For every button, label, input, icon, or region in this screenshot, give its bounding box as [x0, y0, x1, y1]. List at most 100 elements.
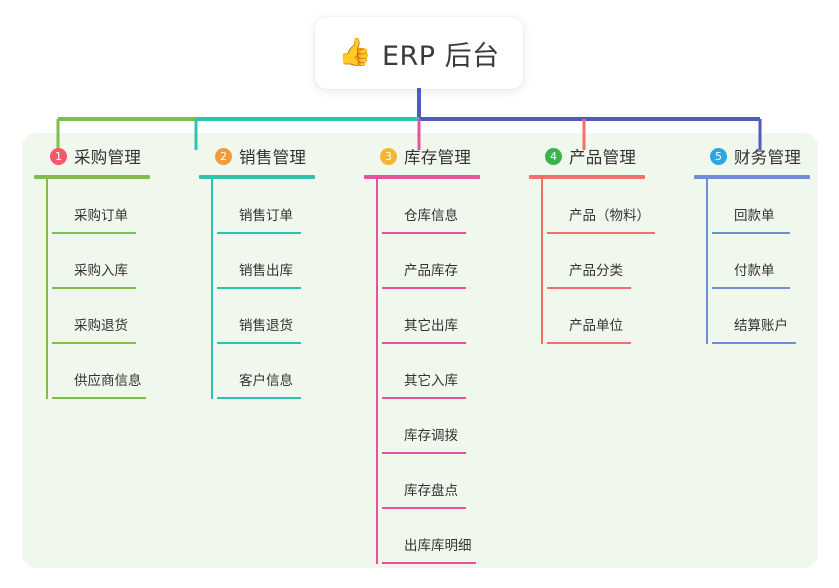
column-badge-1: 1 — [50, 147, 67, 165]
list-item-label: 客户信息 — [239, 373, 293, 389]
list-item-rule — [382, 232, 466, 234]
column-4: 4 产品管理产品（物料） 产品分类产品单位 — [529, 143, 679, 344]
column-header-2[interactable]: 2 销售管理 — [199, 143, 349, 169]
column-3: 3 库存管理仓库信息产品库存其它出库其它入库库存调拨库存盘点出库库明细 — [364, 143, 514, 564]
list-item[interactable]: 库存调拨 — [382, 399, 514, 454]
list-item[interactable]: 结算账户 — [712, 289, 839, 344]
list-item-rule — [217, 342, 301, 344]
list-item[interactable]: 出库库明细 — [382, 509, 514, 564]
list-item-rule — [382, 397, 466, 399]
column-body-2: 销售订单销售出库销售退货客户信息 — [199, 179, 349, 399]
list-item-label: 采购退货 — [74, 318, 128, 334]
column-title-1: 采购管理 — [74, 148, 142, 167]
column-2: 2 销售管理销售订单销售出库销售退货客户信息 — [199, 143, 349, 399]
list-item-rule — [52, 232, 136, 234]
list-item[interactable]: 销售订单 — [217, 179, 349, 234]
column-header-3[interactable]: 3 库存管理 — [364, 143, 514, 169]
list-item[interactable]: 产品单位 — [547, 289, 679, 344]
list-item-rule — [382, 287, 466, 289]
list-item[interactable]: 其它出库 — [382, 289, 514, 344]
column-title-4: 产品管理 — [569, 148, 637, 167]
column-title-3: 库存管理 — [404, 148, 472, 167]
column-header-rule-1 — [34, 175, 150, 179]
column-body-5: 回款单付款单结算账户 — [694, 179, 839, 344]
list-item[interactable]: 采购退货 — [52, 289, 184, 344]
list-item[interactable]: 产品分类 — [547, 234, 679, 289]
list-item[interactable]: 付款单 — [712, 234, 839, 289]
list-item[interactable]: 产品（物料） — [547, 179, 679, 234]
list-item-rule — [712, 287, 790, 289]
list-item-label: 其它出库 — [404, 318, 458, 334]
list-item-rule — [52, 397, 146, 399]
list-item-rule — [382, 452, 466, 454]
column-header-rule-2 — [199, 175, 315, 179]
list-item-rule — [217, 287, 301, 289]
column-title-5: 财务管理 — [734, 148, 802, 167]
list-item-label: 出库库明细 — [404, 538, 472, 554]
list-item-label: 库存盘点 — [404, 483, 458, 499]
list-item-label: 回款单 — [734, 208, 775, 224]
list-item-rule — [547, 232, 655, 234]
list-item[interactable]: 销售退货 — [217, 289, 349, 344]
column-badge-3: 3 — [380, 147, 397, 165]
list-item-label: 结算账户 — [734, 318, 788, 334]
list-item-label: 产品分类 — [569, 263, 623, 279]
list-item-label: 付款单 — [734, 263, 775, 279]
list-item-label: 库存调拨 — [404, 428, 458, 444]
list-item-label: 采购入库 — [74, 263, 128, 279]
list-item-rule — [52, 342, 136, 344]
list-item-label: 产品单位 — [569, 318, 623, 334]
list-item-label: 产品（物料） — [569, 208, 650, 224]
column-header-rule-3 — [364, 175, 480, 179]
column-spine-4 — [541, 179, 543, 344]
column-header-rule-4 — [529, 175, 645, 179]
column-title-2: 销售管理 — [239, 148, 307, 167]
list-item-rule — [382, 562, 476, 564]
column-header-1[interactable]: 1 采购管理 — [34, 143, 184, 169]
list-item-rule — [217, 397, 301, 399]
list-item[interactable]: 库存盘点 — [382, 454, 514, 509]
list-item[interactable]: 采购订单 — [52, 179, 184, 234]
list-item-label: 销售退货 — [239, 318, 293, 334]
list-item-rule — [547, 342, 631, 344]
column-spine-3 — [376, 179, 378, 564]
column-badge-4: 4 — [545, 147, 562, 165]
diagram-panel — [22, 133, 818, 568]
list-item[interactable]: 回款单 — [712, 179, 839, 234]
list-item[interactable]: 采购入库 — [52, 234, 184, 289]
column-spine-2 — [211, 179, 213, 399]
column-spine-1 — [46, 179, 48, 399]
list-item-label: 销售出库 — [239, 263, 293, 279]
list-item-rule — [217, 232, 301, 234]
thumbs-up-icon: 👍 — [338, 36, 372, 68]
list-item[interactable]: 仓库信息 — [382, 179, 514, 234]
list-item[interactable]: 产品库存 — [382, 234, 514, 289]
list-item[interactable]: 销售出库 — [217, 234, 349, 289]
column-header-4[interactable]: 4 产品管理 — [529, 143, 679, 169]
list-item-label: 采购订单 — [74, 208, 128, 224]
column-header-5[interactable]: 5 财务管理 — [694, 143, 839, 169]
column-badge-5: 5 — [710, 147, 727, 165]
list-item-label: 供应商信息 — [74, 373, 142, 389]
list-item-rule — [52, 287, 136, 289]
column-header-rule-5 — [694, 175, 810, 179]
list-item[interactable]: 其它入库 — [382, 344, 514, 399]
column-body-3: 仓库信息产品库存其它出库其它入库库存调拨库存盘点出库库明细 — [364, 179, 514, 564]
list-item-rule — [547, 287, 631, 289]
column-1: 1 采购管理采购订单采购入库采购退货供应商信息 — [34, 143, 184, 399]
list-item[interactable]: 客户信息 — [217, 344, 349, 399]
list-item-label: 产品库存 — [404, 263, 458, 279]
column-body-1: 采购订单采购入库采购退货供应商信息 — [34, 179, 184, 399]
root-node[interactable]: 👍 ERP 后台 — [315, 17, 523, 89]
root-title: ERP 后台 — [381, 40, 500, 72]
list-item-label: 销售订单 — [239, 208, 293, 224]
list-item[interactable]: 供应商信息 — [52, 344, 184, 399]
column-badge-2: 2 — [215, 147, 232, 165]
list-item-rule — [712, 232, 790, 234]
column-spine-5 — [706, 179, 708, 344]
list-item-rule — [382, 507, 466, 509]
column-5: 5 财务管理回款单付款单结算账户 — [694, 143, 839, 344]
